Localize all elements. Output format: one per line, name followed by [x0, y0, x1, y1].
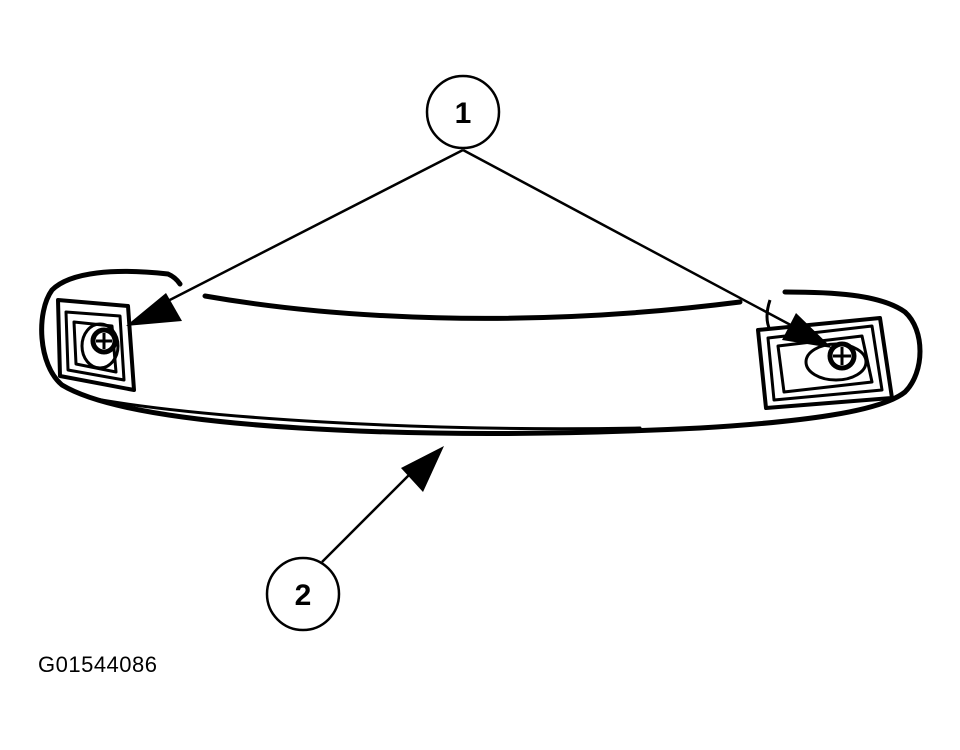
left-mount-pocket [56, 298, 136, 392]
screw-head-icon [90, 327, 118, 355]
screw-head-icon [827, 341, 857, 371]
handle-bottom-edge [88, 396, 642, 431]
callout-arrow-icon [401, 446, 444, 492]
callout-2: 2 [265, 556, 341, 632]
callout-2-label: 2 [295, 579, 312, 612]
callout-1-label: 1 [455, 97, 472, 130]
callout-1: 1 [425, 74, 501, 150]
callout-1-leaders [159, 148, 801, 332]
callout-2-leader [321, 467, 417, 563]
callout-arrow-icon [126, 293, 182, 326]
handle-top-edge [202, 293, 743, 321]
right-mount-pocket [756, 299, 894, 410]
callout-arrow-icon [782, 313, 832, 348]
grab-handle [39, 268, 923, 437]
handle-outline [39, 268, 923, 437]
figure-id: G01544086 [38, 652, 158, 677]
